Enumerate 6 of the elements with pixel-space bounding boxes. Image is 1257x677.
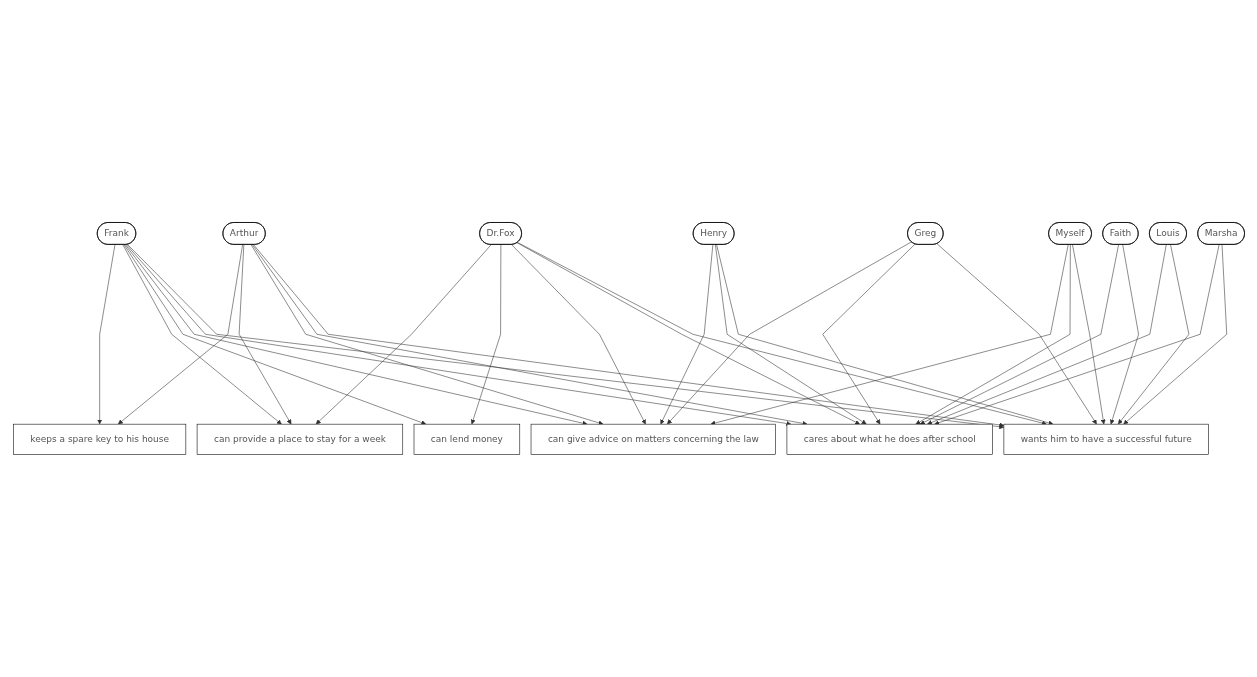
node-box: wants him to have a successful future	[1003, 423, 1209, 455]
node-box: can provide a place to stay for a week	[196, 423, 403, 455]
node-box: cares about what he does after school	[786, 423, 993, 455]
node-box: can lend money	[413, 423, 520, 455]
node-box: can give advice on matters concerning the law	[530, 423, 776, 455]
node-box: keeps a spare key to his house	[12, 423, 186, 455]
